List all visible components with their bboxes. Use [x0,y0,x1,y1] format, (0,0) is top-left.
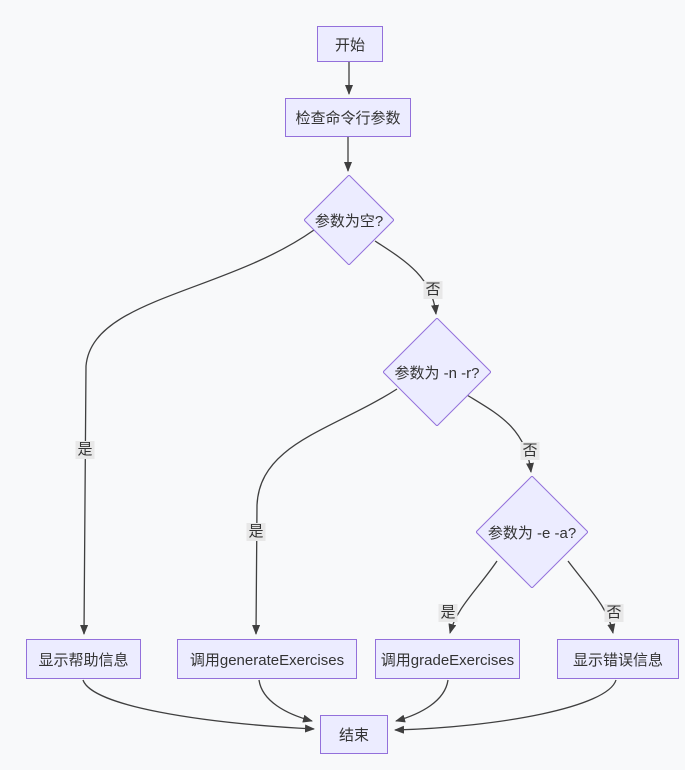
edge-isempty-no-to-isnr [374,240,440,315]
decision-label: 参数为 -e -a? [487,524,577,542]
decision-label: 参数为 -n -r? [394,364,480,382]
edge-label-empty-no: 否 [423,281,443,299]
edge-isnr-yes-to-generate [252,388,398,635]
edge-label-empty-yes: 是 [75,441,95,459]
diamond-shape [304,175,394,265]
node-end: 结束 [320,715,388,754]
edge-isea-yes-to-grade [448,560,498,634]
edge-isea-no-to-error [567,560,616,634]
diamond-shape [476,476,588,588]
decision-params-ea: 参数为 -e -a? [476,476,588,588]
decision-params-empty: 参数为空? [304,175,394,265]
edge-error-to-end [394,679,617,734]
node-call-generate: 调用generateExercises [177,639,357,679]
decision-params-nr: 参数为 -n -r? [383,318,491,426]
decision-label: 参数为空? [314,212,384,230]
edge-label-ea-yes: 是 [438,604,458,622]
node-show-error: 显示错误信息 [557,639,679,679]
edge-isempty-yes-to-help [80,229,315,635]
node-show-help: 显示帮助信息 [26,639,141,679]
edge-label-nr-yes: 是 [246,523,266,541]
edge-generate-to-end [258,679,313,723]
edge-grade-to-end [395,679,449,723]
node-check-args: 检查命令行参数 [285,98,411,137]
edge-help-to-end [82,679,315,733]
edge-label-nr-no: 否 [520,442,540,460]
node-start: 开始 [317,26,383,62]
diamond-shape [383,318,491,426]
node-call-grade: 调用gradeExercises [375,639,520,679]
edge-label-ea-no: 否 [604,604,624,622]
